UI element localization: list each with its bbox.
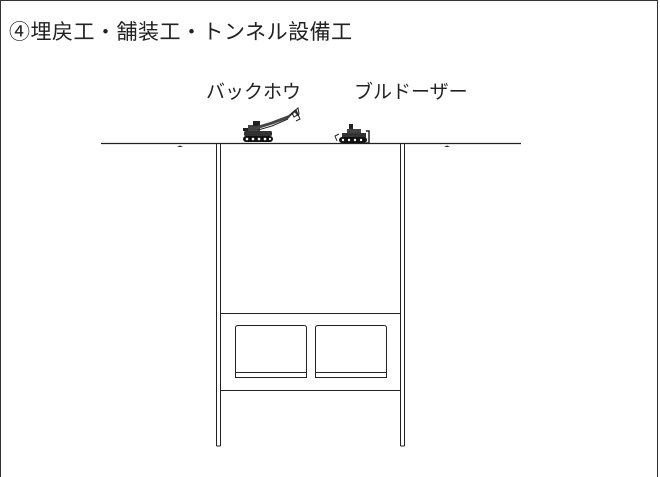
backhoe-label: バックホウ — [206, 81, 302, 103]
left-retaining-wall — [216, 143, 221, 447]
ground-marker-right — [444, 145, 450, 147]
bulldozer-label: ブルドーザー — [354, 81, 468, 103]
bulldozer-icon — [334, 124, 370, 144]
ground-marker-left — [177, 145, 183, 147]
backhoe-icon — [243, 107, 301, 142]
diagram-title: ④埋戻工・舗装工・トンネル設備工 — [9, 20, 353, 44]
right-retaining-wall — [400, 143, 405, 447]
tunnel-box-right — [315, 325, 387, 378]
tunnel-box-left — [235, 325, 307, 378]
